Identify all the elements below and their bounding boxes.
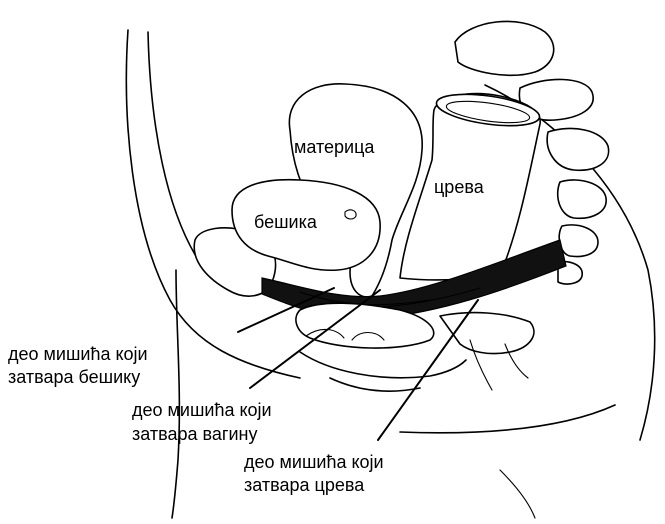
label-bladder: бешика — [254, 212, 318, 232]
lower-structures — [296, 303, 534, 391]
label-muscle-bladder-line2: затвара бешику — [8, 367, 140, 387]
label-uterus: материца — [294, 137, 375, 157]
label-bowel: црева — [434, 177, 485, 197]
label-muscle-bowel-line1: део мишића који — [244, 452, 384, 472]
label-muscle-bladder-line1: део мишића који — [8, 344, 148, 364]
label-muscle-vagina-line2: затвара вагину — [132, 424, 257, 444]
label-muscle-vagina-line1: део мишића који — [132, 400, 272, 420]
label-muscle-bowel-line2: затвара црева — [244, 475, 365, 495]
